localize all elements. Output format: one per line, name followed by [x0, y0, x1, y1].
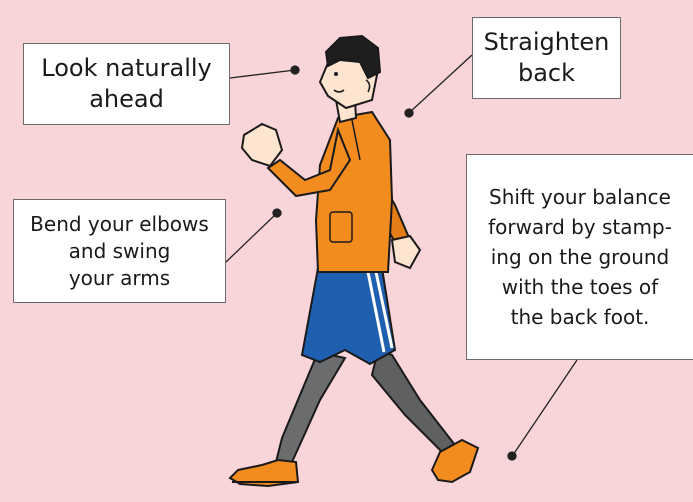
label-line: Shift your balance: [471, 182, 689, 212]
label-line: ing on the ground: [471, 242, 689, 272]
label-line: ahead: [24, 84, 229, 115]
label-straighten-back: Straighten back: [472, 17, 621, 99]
leader-dot-look: [291, 66, 299, 74]
label-line: back: [473, 58, 620, 89]
label-line: Straighten: [473, 27, 620, 58]
label-bend-elbows: Bend your elbows and swing your arms: [13, 199, 226, 303]
label-line: Bend your elbows: [14, 211, 225, 238]
back-hand: [392, 236, 420, 268]
front-fist: [242, 124, 282, 166]
jacket: [316, 112, 392, 272]
front-leg: [276, 352, 345, 462]
leader-line-elbows: [226, 214, 276, 262]
label-line: Look naturally: [24, 53, 229, 84]
back-leg: [372, 350, 455, 455]
label-line: your arms: [14, 265, 225, 292]
label-line: and swing: [14, 238, 225, 265]
leader-dot-straight: [405, 109, 413, 117]
leader-line-look: [230, 70, 295, 78]
label-look-naturally-ahead: Look naturally ahead: [23, 43, 230, 125]
label-line: the back foot.: [471, 302, 689, 332]
label-line: with the toes of: [471, 272, 689, 302]
shorts: [302, 268, 395, 364]
label-shift-balance: Shift your balance forward by stamp- ing…: [466, 154, 693, 360]
label-line: forward by stamp-: [471, 212, 689, 242]
leader-line-straight: [410, 55, 472, 112]
leader-dot-balance: [508, 452, 516, 460]
leader-dot-elbows: [273, 209, 281, 217]
leader-line-balance: [513, 360, 577, 455]
